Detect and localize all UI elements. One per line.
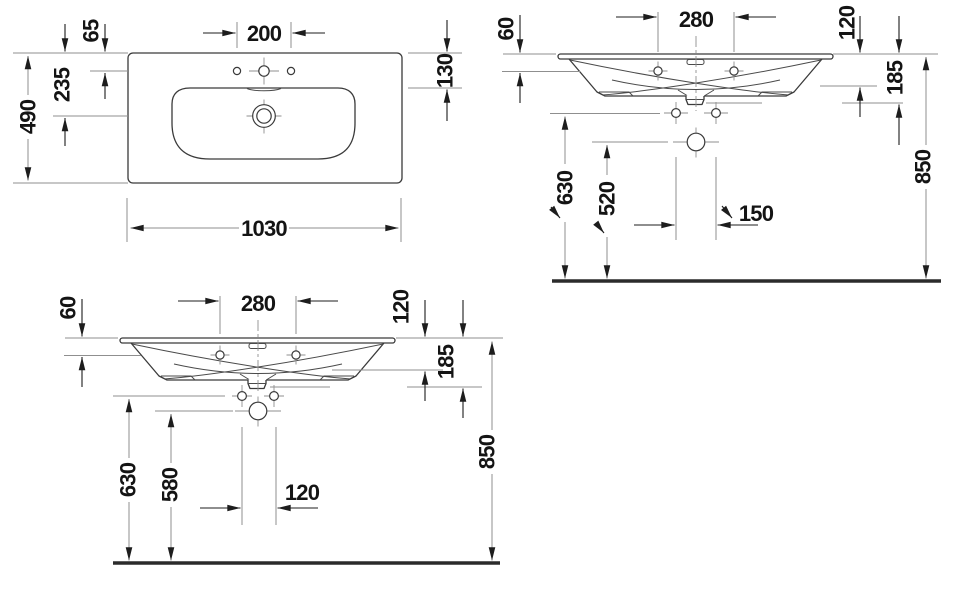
dim-shelf-drop-a: 60 [494, 15, 524, 103]
plan-extension-lines [13, 22, 462, 242]
dim-body-depth-a: 120 [835, 5, 864, 117]
dim-tap-spacing-a-label: 280 [679, 7, 714, 32]
drain [246, 99, 282, 134]
dim-body-depth-b: 120 [389, 289, 429, 401]
tap-hole-left [232, 66, 242, 76]
dim-rim-height-a-label: 850 [911, 149, 936, 184]
dim-body-depth-a-label: 120 [835, 5, 860, 40]
bowl-curve [611, 79, 781, 90]
dim-tap-spacing-b: 280 [178, 291, 338, 316]
dim-shelf-drop-a-label: 60 [494, 17, 519, 40]
dim-outlet-height-a: 520 [593, 145, 620, 279]
ext-lines-b [64, 296, 503, 525]
dim-fixing-spacing-a: 150 [634, 201, 775, 229]
dim-depth: 490 [16, 56, 41, 181]
dim-shelf-drop-b-label: 60 [56, 296, 81, 319]
leader-arrow [593, 220, 605, 234]
overflow-slot-a [686, 59, 705, 65]
rim-a [557, 53, 834, 60]
basin-body-a [557, 36, 834, 111]
basin-body-b [119, 320, 396, 394]
dim-fixing-height-a-label: 630 [553, 170, 578, 205]
bowl-curve [569, 59, 790, 96]
dim-outlet-depth-a-label: 185 [883, 60, 908, 95]
tap-hole-right [286, 66, 296, 76]
dim-shelf-drop-b: 60 [56, 296, 86, 387]
dim-tap-spacing-label: 200 [247, 21, 282, 46]
dim-depth-label: 490 [16, 99, 41, 134]
bowl-outline [171, 87, 356, 160]
dim-fixing-height-a: 630 [549, 116, 578, 279]
dim-width: 1030 [130, 216, 399, 241]
fixing-holes-b [232, 385, 284, 407]
dim-edge-to-bowl-label: 130 [433, 53, 458, 88]
front-view-a: 280 60 120 185 850 630 [494, 5, 941, 283]
dim-outlet-height-a-label: 520 [595, 181, 620, 216]
fixing-holes-a [664, 102, 728, 124]
dim-width-label: 1030 [241, 216, 287, 241]
bowl-curve [173, 363, 343, 374]
outlet-hole-b [235, 396, 281, 427]
dim-tap-spacing: 200 [203, 21, 325, 46]
dim-body-depth-b-label: 120 [389, 289, 414, 324]
dim-tap-spacing-a: 280 [616, 7, 776, 32]
outlet-hole-a [673, 127, 719, 158]
dim-edge-to-tap-label: 65 [79, 19, 104, 42]
tap-hole-center [258, 65, 270, 77]
leader-arrow [549, 205, 561, 219]
dim-outlet-depth-b: 185 [434, 300, 467, 418]
tap-holes-a [648, 61, 744, 81]
front-view-b: 280 60 120 185 850 630 [56, 289, 503, 565]
dim-outlet-depth-b-label: 185 [434, 344, 459, 379]
dim-rim-height-a: 850 [911, 57, 936, 279]
rim-b [119, 337, 396, 344]
dim-rim-height-b: 850 [475, 341, 500, 561]
dim-rim-height-b-label: 850 [475, 434, 500, 469]
dim-fixing-spacing-b-label: 120 [285, 480, 320, 505]
plan-view: 200 65 235 490 130 1030 [13, 19, 462, 242]
overflow-slot-b [248, 343, 267, 349]
leader-arrow [721, 205, 733, 219]
dim-edge-to-bowl: 130 [433, 20, 458, 121]
dim-fixing-spacing-a-label: 150 [739, 201, 774, 226]
bowl-curve [601, 59, 822, 96]
ext-lines-a [502, 12, 938, 240]
tailpiece-b [247, 380, 267, 390]
dim-fixing-spacing-b: 120 [200, 480, 321, 512]
tap-holes-b [210, 345, 306, 365]
overflow-notch [246, 88, 282, 92]
dim-outlet-height-b: 580 [158, 414, 183, 561]
basin-outline [127, 52, 403, 184]
dim-outlet-height-b-label: 580 [158, 467, 183, 502]
dim-fixing-height-b-label: 630 [116, 462, 141, 497]
dim-edge-to-tap: 65 [79, 19, 109, 99]
tailpiece-a [685, 96, 705, 106]
tap-holes [232, 57, 296, 85]
bowl-curve [131, 343, 352, 380]
dim-fixing-height-b: 630 [116, 399, 141, 561]
dim-edge-to-drain-label: 235 [50, 67, 75, 102]
bowl-curve [163, 343, 384, 380]
dim-edge-to-drain: 235 [50, 24, 75, 146]
dim-outlet-depth-a: 185 [883, 16, 908, 145]
dim-tap-spacing-b-label: 280 [241, 291, 276, 316]
